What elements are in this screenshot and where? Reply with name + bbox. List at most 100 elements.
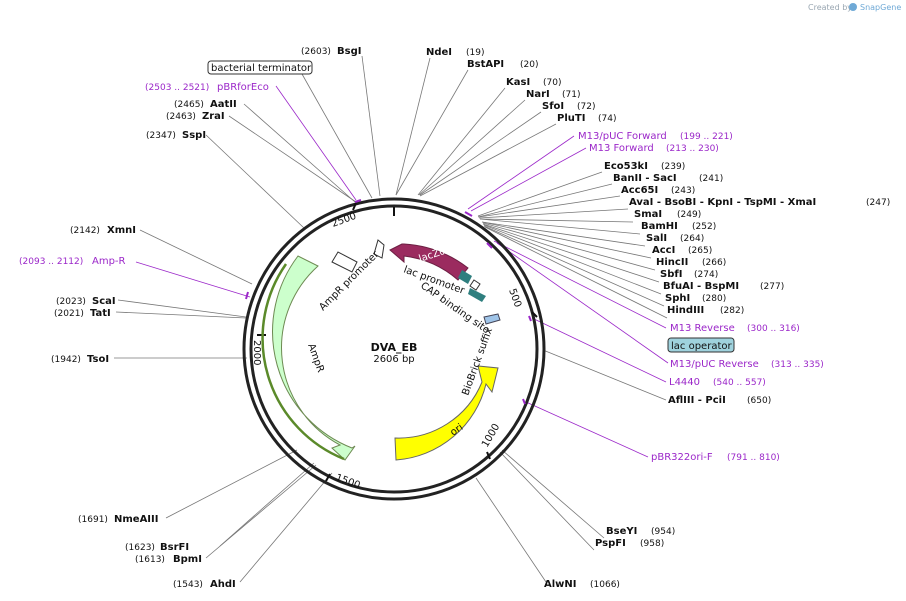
acci-label: AccI: [652, 245, 675, 256]
sspi-label: SspI: [182, 130, 206, 141]
pspfi-pos: (958): [640, 539, 664, 549]
ruler-tick-2500: 2500: [330, 211, 358, 230]
leader-lines: [114, 55, 668, 583]
ori-feature: [394, 365, 499, 461]
tsoi-pos: (1942): [51, 355, 81, 365]
l4440-range: (540 .. 557): [713, 378, 766, 388]
kasi-label: KasI: [506, 77, 530, 88]
primer-leader-lines: [135, 85, 669, 458]
alwni-label: AlwNI: [544, 579, 577, 590]
eco53ki-pos: (239): [661, 162, 685, 172]
pbrforeco-range: (2503 .. 2521): [145, 83, 209, 93]
bamhi-pos: (252): [692, 222, 716, 232]
ruler-ticks: [257, 202, 538, 482]
bacterial-terminator-feature: [373, 239, 385, 259]
scai-label: ScaI: [92, 296, 116, 307]
sfoi-label: SfoI: [542, 101, 564, 112]
pspfi-label: PspFI: [595, 538, 626, 549]
eco53ki-label: Eco53kI: [604, 161, 648, 172]
tati-label: TatI: [90, 308, 111, 319]
banii-saci-pos: (241): [699, 174, 723, 184]
m13-reverse-label: M13 Reverse: [670, 323, 735, 334]
pluti-label: PluTI: [557, 113, 585, 124]
sphi-pos: (280): [702, 294, 726, 304]
backbone-inner-strand: [249, 204, 539, 494]
ndei-pos: (19): [466, 48, 484, 58]
tati-pos: (2021): [54, 309, 84, 319]
ampr-primer-label: Amp-R: [92, 256, 126, 267]
xmni-pos: (2142): [70, 226, 100, 236]
bsgi-label: BsgI: [337, 46, 361, 57]
biobrick-suffix-feature: [483, 313, 501, 325]
sali-label: SalI: [646, 233, 667, 244]
acc65i-label: Acc65I: [621, 185, 658, 196]
hindiii-label: HindIII: [667, 305, 704, 316]
aatii-label: AatII: [210, 99, 237, 110]
sspi-pos: (2347): [146, 131, 176, 141]
nari-label: NarI: [526, 89, 550, 100]
brand-name: SnapGene: [860, 3, 901, 12]
sphi-label: SphI: [665, 293, 690, 304]
bsrfi-label: BsrFI: [160, 542, 189, 553]
scai-pos: (2023): [56, 297, 86, 307]
bacterial-terminator-label: bacterial terminator: [211, 63, 312, 74]
xmni-label: XmnI: [107, 225, 136, 236]
bamhi-label: BamHI: [641, 221, 678, 232]
bstapi-pos: (20): [520, 60, 538, 70]
cap-binding-site-feature: [458, 270, 472, 284]
alwni-pos: (1066): [590, 580, 620, 590]
m13puc-forward-label: M13/pUC Forward: [578, 131, 667, 142]
m13puc-reverse-range: (313 .. 335): [771, 360, 824, 370]
l4440-label: L4440: [669, 377, 700, 388]
plasmid-size: 2606 bp: [373, 354, 414, 365]
lac-operator-box: [667, 337, 735, 353]
bfuai-bspmi-pos: (277): [760, 282, 784, 292]
snapgene-logo-icon: [849, 3, 857, 11]
ampr-feature: [272, 255, 356, 461]
bpmi-pos: (1613): [135, 555, 165, 565]
tsoi-label: TsoI: [87, 354, 109, 365]
multi-247-label: AvaI - BsoBI - KpnI - TspMI - XmaI: [629, 197, 816, 208]
sali-pos: (264): [680, 234, 704, 244]
bacterial-terminator-box: [207, 60, 313, 75]
m13-forward-range: (213 .. 230): [666, 144, 719, 154]
bpmi-label: BpmI: [173, 554, 202, 565]
lac-operator-label: lac operator: [671, 341, 732, 352]
ampr-label: AmpR: [305, 342, 326, 374]
hindiii-pos: (282): [720, 306, 744, 316]
nari-pos: (71): [562, 90, 580, 100]
sbfi-pos: (274): [694, 270, 718, 280]
plasmid-name: DVA_EB: [371, 341, 418, 354]
nmeaiii-pos: (1691): [78, 515, 108, 525]
aatii-pos: (2465): [174, 100, 204, 110]
smai-pos: (249): [677, 210, 701, 220]
pbr322ori-f-range: (791 .. 810): [727, 453, 780, 463]
m13puc-forward-range: (199 .. 221): [680, 132, 733, 142]
zrai-label: ZraI: [202, 111, 225, 122]
bstapi-label: BstAPI: [467, 59, 504, 70]
multi-247-pos: (247): [866, 198, 890, 208]
ampr-primer-range: (2093 .. 2112): [19, 257, 83, 267]
smai-label: SmaI: [634, 209, 662, 220]
afliii-pcii-label: AflIII - PciI: [668, 395, 726, 406]
bseyi-label: BseYI: [606, 526, 637, 537]
backbone-outer-strand: [242, 197, 546, 501]
pbr322ori-f-label: pBR322ori-F: [651, 452, 713, 463]
ruler-tick-2000: 2000: [251, 340, 262, 365]
m13puc-reverse-label: M13/pUC Reverse: [670, 359, 759, 370]
m13-reverse-range: (300 .. 316): [747, 324, 800, 334]
bsrfi-pos: (1623): [125, 543, 155, 553]
ampr-promoter-feature: [331, 251, 358, 273]
acci-pos: (265): [688, 246, 712, 256]
sbfi-label: SbfI: [660, 269, 682, 280]
ndei-label: NdeI: [426, 47, 452, 58]
sfoi-pos: (72): [577, 102, 595, 112]
ahdi-pos: (1543): [173, 580, 203, 590]
primer-marks: [245, 199, 532, 405]
acc65i-pos: (243): [671, 186, 695, 196]
kasi-pos: (70): [543, 78, 561, 88]
pluti-pos: (74): [598, 114, 616, 124]
ruler-tick-500: 500: [506, 287, 523, 309]
